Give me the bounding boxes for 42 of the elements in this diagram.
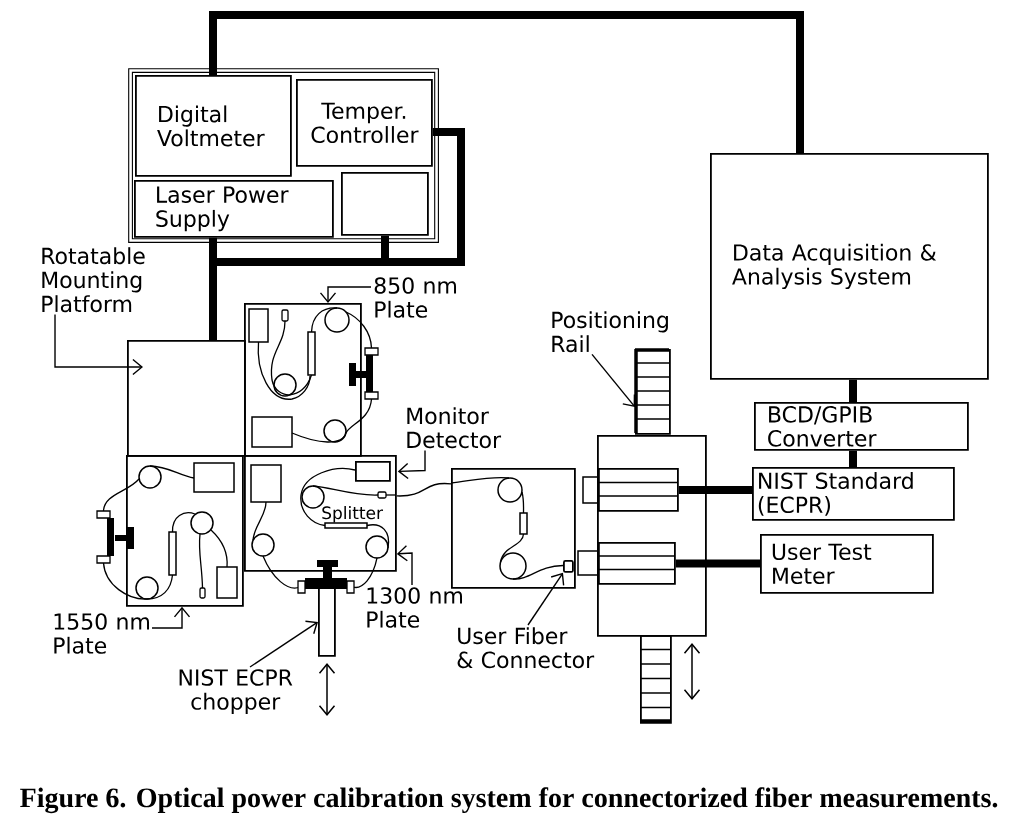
callout-text: Rotatable Mounting Platform (42, 247, 145, 313)
chopper (318, 587, 336, 657)
leader-line (397, 449, 426, 480)
caption: Figure 6. Optical power calibration system for connectorized fiber measurements. (20, 787, 998, 814)
instrument-box: User Test Meter (760, 534, 934, 594)
connector-holder (582, 468, 679, 512)
detector-box (355, 461, 391, 482)
instrument-box: Digital Voltmeter (135, 75, 292, 177)
fiber-box (450, 468, 576, 589)
carriage (597, 435, 707, 637)
rail (634, 348, 671, 435)
leader-line (591, 353, 636, 407)
callout-text: NIST ECPR chopper (179, 669, 293, 715)
connector (563, 560, 574, 573)
callout-text: Positioning Rail (552, 311, 668, 353)
callout-text: 1550 nm Plate (54, 613, 149, 654)
leader-line (527, 572, 565, 626)
instrument-box (341, 172, 429, 236)
connector-holder (577, 542, 676, 585)
part-label: Splitter (322, 506, 384, 523)
leader-line (54, 313, 143, 376)
cable (385, 128, 465, 266)
cable (209, 11, 804, 153)
plate (96, 455, 244, 607)
plate (244, 455, 397, 589)
callout-text: User Fiber & Connector (457, 627, 595, 669)
instrument-box: Temper. Controller (296, 79, 433, 167)
instrument-box: Laser Power Supply (134, 180, 334, 238)
leader-line (249, 620, 318, 668)
leader-line (319, 286, 372, 303)
callout-text: Monitor Detector (407, 407, 502, 449)
instrument-rack (128, 68, 439, 243)
instrument-box: Data Acquisition & Analysis System (710, 153, 989, 380)
leader-line (396, 545, 413, 586)
instrument-box: NIST Standard (ECPR) (752, 467, 955, 521)
leader-line (151, 606, 191, 629)
mounting-platform (127, 340, 246, 457)
fiber-line (396, 482, 452, 497)
callout-text: 850 nm Plate (374, 277, 456, 318)
instrument-box: BCD/GPIB Converter (754, 402, 969, 451)
callout-text: 1300 nm Plate (367, 587, 462, 628)
rail (639, 635, 672, 724)
